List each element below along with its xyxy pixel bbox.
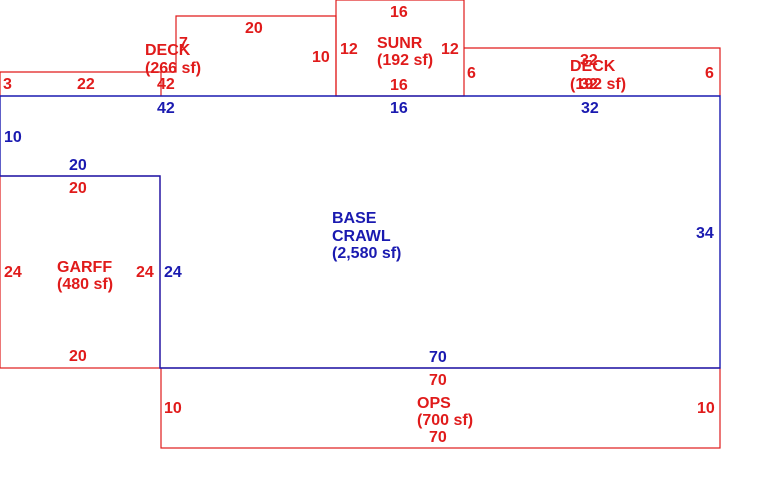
base-area: (2,580 sf) <box>332 245 401 262</box>
deck-right-dim: 6 <box>467 65 476 82</box>
sunroom-dim: 12 <box>340 41 358 58</box>
deck-left-dim: 7 <box>179 35 188 52</box>
base-dim: 24 <box>164 264 182 281</box>
porch-dim: 70 <box>429 372 447 389</box>
deck-left-dim: 22 <box>77 76 95 93</box>
deck-right-name: DECK <box>570 58 616 75</box>
sunroom-dim: 16 <box>390 4 408 21</box>
deck-right-outline <box>464 47 721 96</box>
garage-dim: 20 <box>69 348 87 365</box>
base-dim: 70 <box>429 349 447 366</box>
deck-left-dim: 42 <box>157 76 175 93</box>
base-outline <box>0 95 721 369</box>
garage-dim: 24 <box>136 264 154 281</box>
deck-left-area: (266 sf) <box>145 60 201 77</box>
deck-right-dim: 32 <box>580 52 598 69</box>
porch-area: (700 sf) <box>417 412 473 429</box>
deck-left-name: DECK <box>145 42 191 59</box>
sunroom-area: (192 sf) <box>377 52 433 69</box>
garage-dim: 24 <box>4 264 22 281</box>
base-name-line1: BASE <box>332 210 377 227</box>
porch-name: OPS <box>417 395 451 412</box>
base-dim: 32 <box>581 100 599 117</box>
base-dim: 20 <box>69 157 87 174</box>
porch-dim: 70 <box>429 429 447 446</box>
garage-dim: 20 <box>69 180 87 197</box>
base-dim: 42 <box>157 100 175 117</box>
sunroom-dim: 16 <box>390 77 408 94</box>
deck-left-dim: 20 <box>245 20 263 37</box>
base-dim: 34 <box>696 225 714 242</box>
deck-right-dim: 6 <box>705 65 714 82</box>
sunroom-dim: 12 <box>441 41 459 58</box>
base-name-line2: CRAWL <box>332 228 391 245</box>
deck-right-dim: 32 <box>580 76 598 93</box>
sunroom-name: SUNR <box>377 35 423 52</box>
base-dim: 16 <box>390 100 408 117</box>
garage-name: GARFF <box>57 259 112 276</box>
deck-left-dim: 3 <box>3 76 12 93</box>
porch-dim: 10 <box>164 400 182 417</box>
deck-right-area: (192 sf) <box>570 76 626 93</box>
porch-dim: 10 <box>697 400 715 417</box>
base-dim: 10 <box>4 129 22 146</box>
deck-left-dim: 10 <box>312 49 330 66</box>
garage-area: (480 sf) <box>57 276 113 293</box>
